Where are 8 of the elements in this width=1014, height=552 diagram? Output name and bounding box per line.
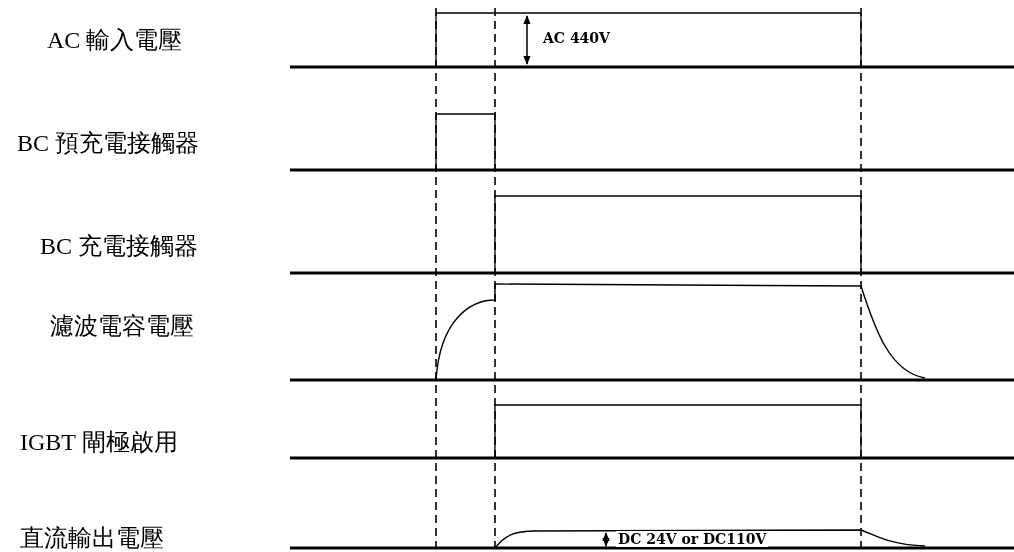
signal-name: BC 預充電接觸器: [17, 129, 199, 158]
signal-name: IGBT 閘極啟用: [20, 428, 178, 457]
signal-name: 濾波電容電壓: [50, 312, 194, 341]
signal-name: 直流輸出電壓: [20, 524, 164, 552]
amplitude-label: DC 24V or DC110V: [616, 531, 769, 547]
signal-name: BC 充電接觸器: [40, 232, 198, 261]
amplitude-label: AC 440V: [541, 30, 612, 46]
signal-name: AC 輸入電壓: [47, 26, 183, 55]
